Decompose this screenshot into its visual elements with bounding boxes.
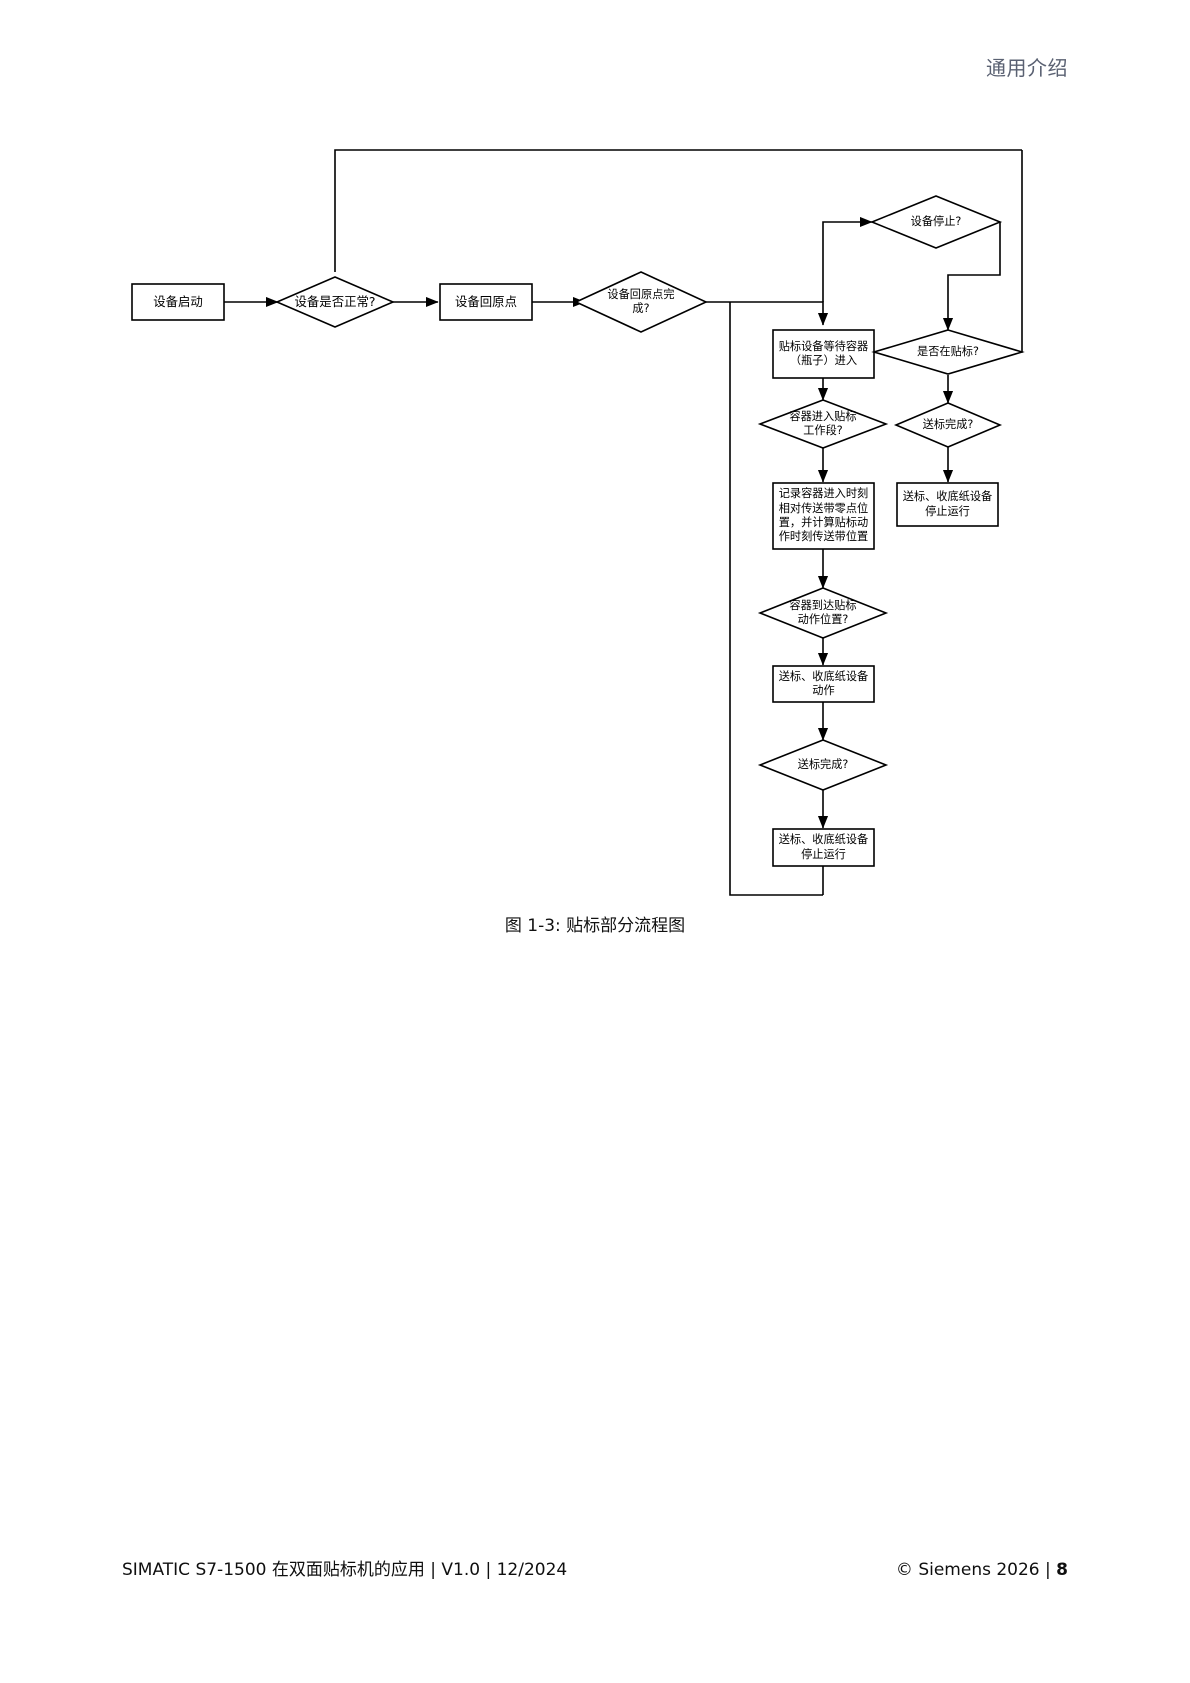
node-is-labeling-shape [871,329,1025,375]
footer-page-number: 8 [1056,1560,1068,1580]
footer-copyright-group: © Siemens 2026 | 8 [896,1560,1068,1580]
footer-document-title: SIMATIC S7-1500 在双面贴标机的应用 | V1.0 | 12/20… [122,1560,568,1580]
node-feed-action-shape [772,665,875,703]
node-arrive-pos-shape [757,587,889,639]
node-feed-done-right-shape [893,402,1003,448]
node-feed-done-mid-shape [757,739,889,791]
page-footer: SIMATIC S7-1500 在双面贴标机的应用 | V1.0 | 12/20… [122,1555,1068,1580]
node-start-shape [131,283,225,321]
node-stop-run-mid-shape [772,828,875,867]
node-check-normal-shape [274,276,396,328]
node-home-done-shape [574,271,708,333]
flowchart-figure: 设备启动 设备是否正常? 设备回原点 设备回原点完 成? 设备停止? 是否在贴标… [131,149,1025,896]
node-wait-container-shape [772,329,875,379]
node-enter-zone-shape [757,399,889,449]
figure-caption: 图 1-3: 贴标部分流程图 [504,916,686,936]
flowchart-svg [131,149,1025,896]
node-home-shape [439,283,533,321]
node-equip-stop-shape [869,195,1003,249]
footer-copyright: © Siemens 2026 | [895,1560,1057,1580]
node-stop-run-right-shape [896,482,999,527]
page-header-section-title: 通用介绍 [986,56,1068,80]
node-record-pos-shape [772,482,875,550]
